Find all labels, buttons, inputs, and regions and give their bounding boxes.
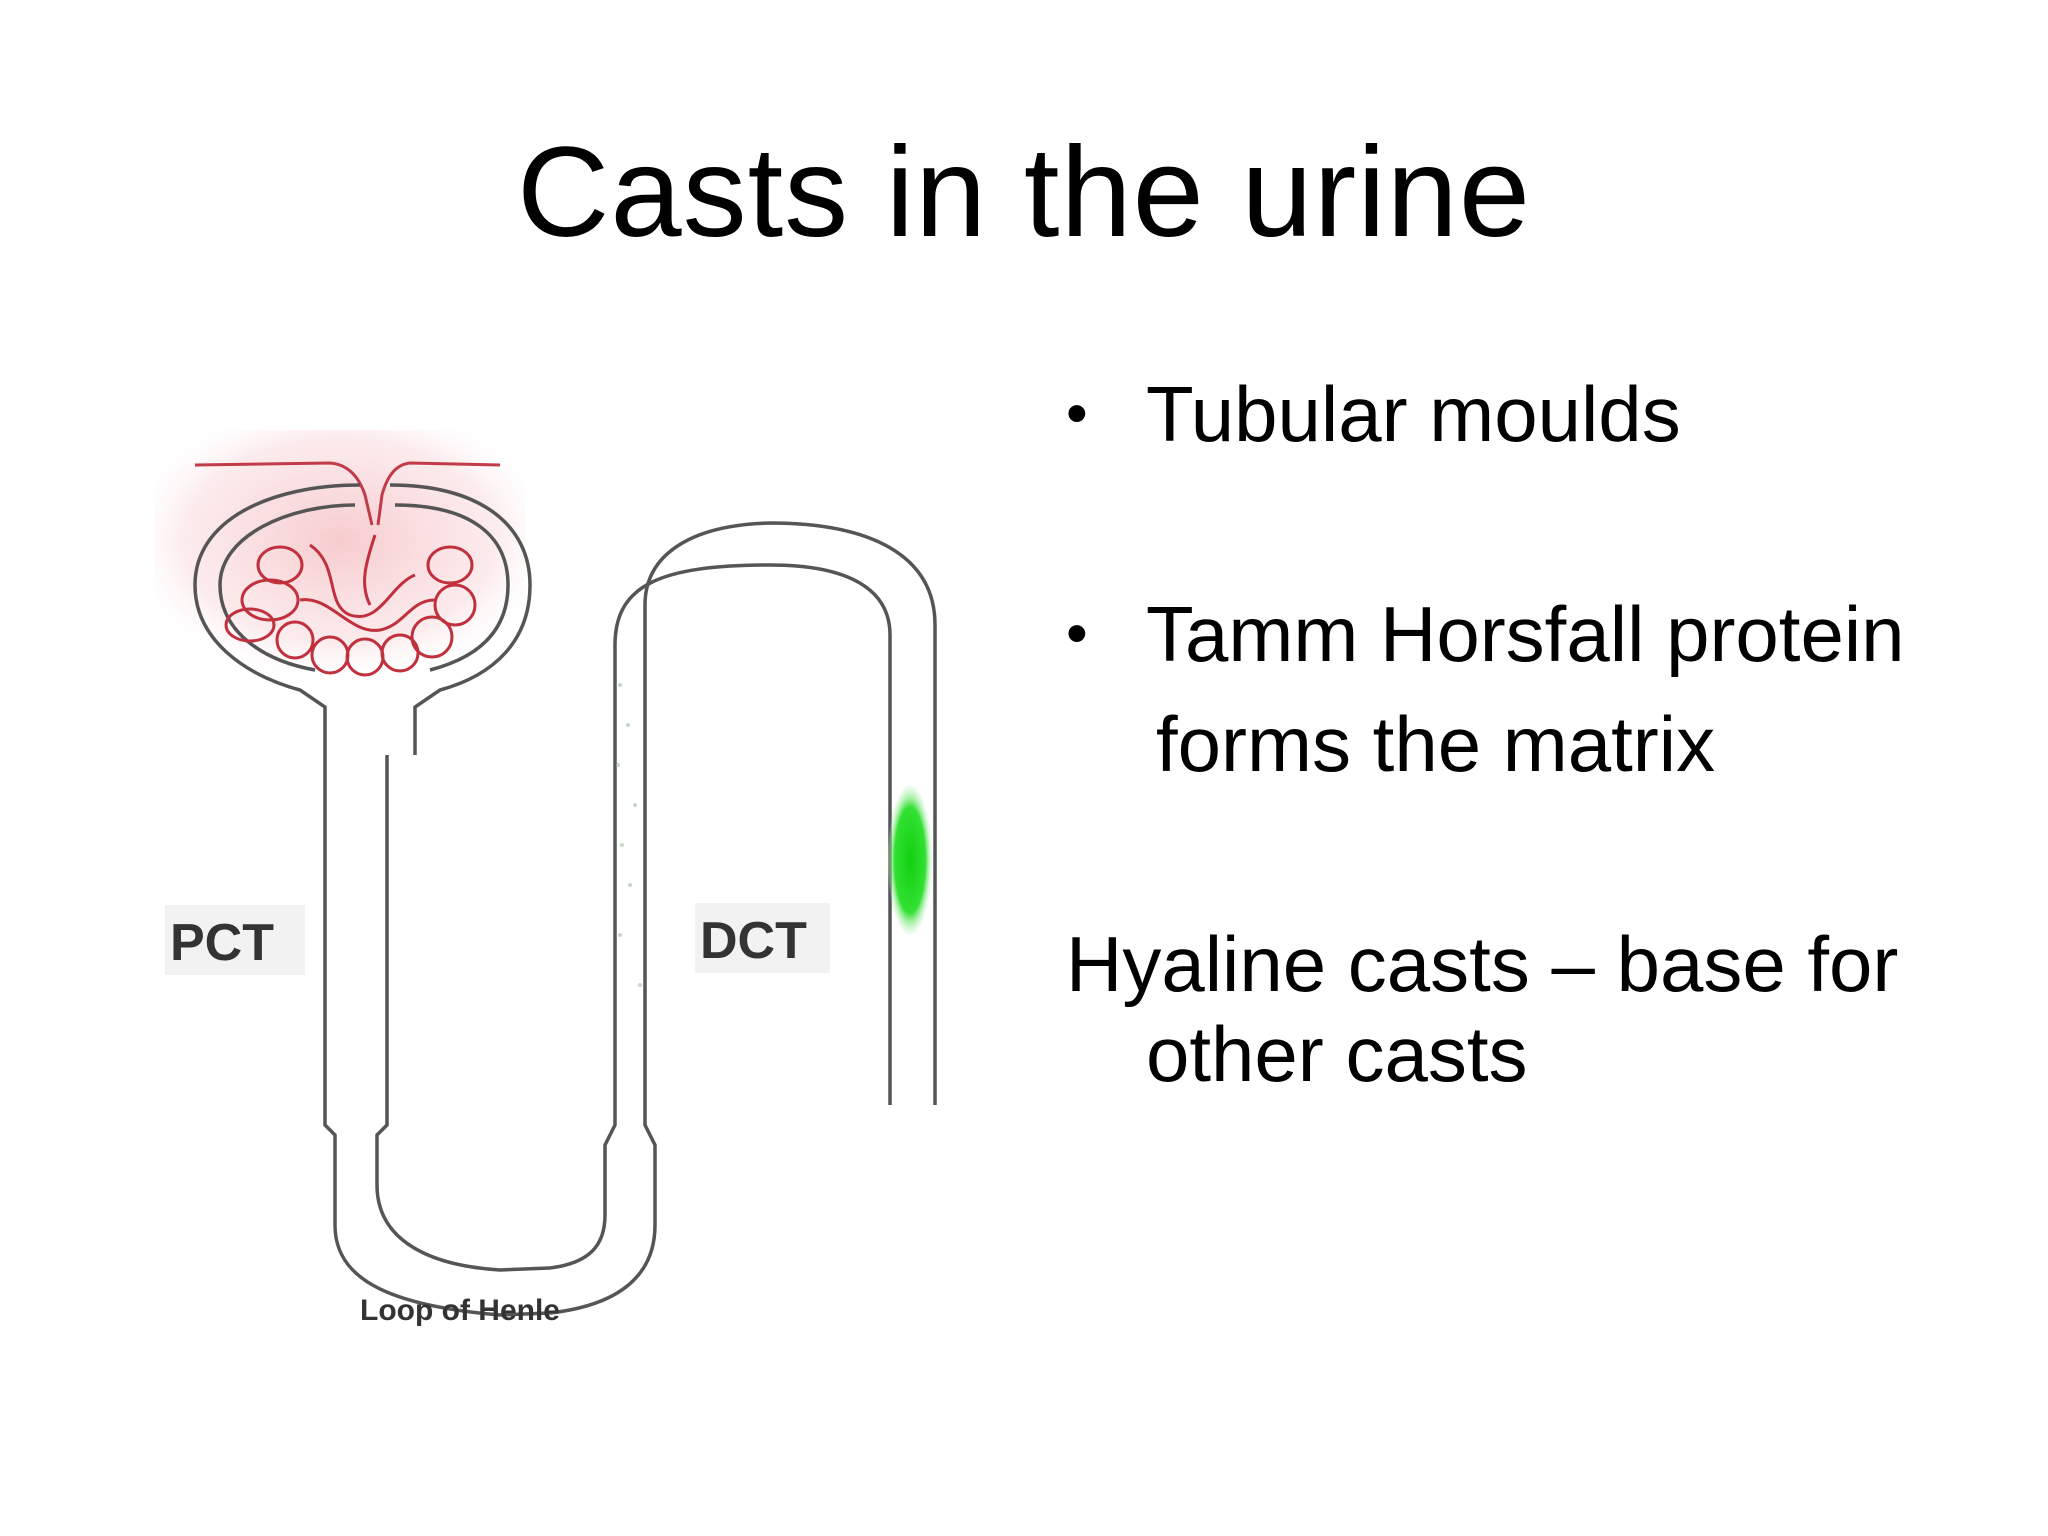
nephron-diagram: PCT DCT Loop of Henle [150,425,1010,1355]
loop-label: Loop of Henle [360,1294,560,1327]
dct-label: DCT [700,912,807,970]
glomerulus-glow [155,430,525,675]
bullet-marker: • [1066,599,1088,668]
tubule-speckles [616,683,642,987]
loop-and-dct [549,521,937,1315]
paragraph-line-1: Hyaline casts – base for [1066,920,1899,1008]
paragraph-line-2: other casts [1146,1010,1528,1098]
pct-tubule [323,745,551,1317]
bullet-marker: • [1066,379,1088,448]
dct-label-bg [695,903,830,973]
pct-label-bg [165,905,305,975]
bullet-continuation: forms the matrix [1156,700,1716,788]
hyaline-cast [888,785,932,935]
bowmans-capsule [193,483,532,745]
glomerular-tuft [224,534,477,677]
nephron-svg: PCT DCT Loop of Henle [155,430,937,1327]
slide-title: Casts in the urine [516,121,1532,264]
bullet-text: Tubular moulds [1146,370,1681,458]
pct-label: PCT [170,914,274,972]
arterioles [194,461,501,526]
bullet-text: Tamm Horsfall protein [1146,590,1905,678]
